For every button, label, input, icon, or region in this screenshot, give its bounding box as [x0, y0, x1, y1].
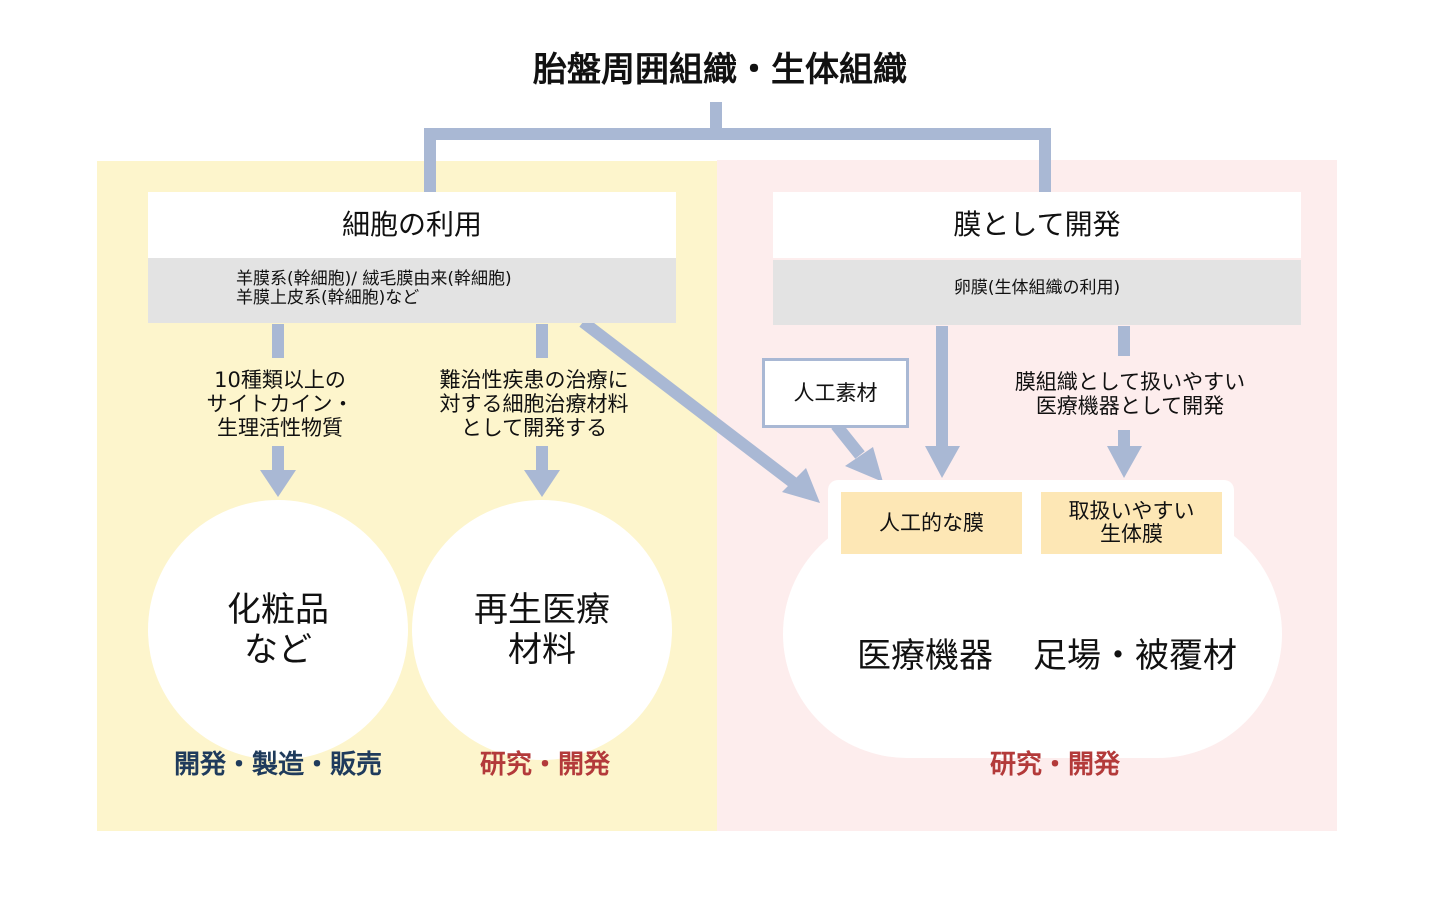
dev-manufacture-sales-label: 開発・製造・販売 [173, 750, 382, 780]
note-line: 10種類以上の [214, 368, 346, 392]
arrowhead [845, 447, 883, 482]
therapy-note: 難治性疾患の治療に 対する細胞治療材料 として開発する [412, 368, 656, 440]
cell-source-box: 羊膜系(幹細胞)/ 絨毛膜由来(幹細胞) 羊膜上皮系(幹細胞)など [148, 258, 676, 323]
arrowhead [1107, 446, 1142, 478]
arrow-artificial [831, 421, 865, 459]
cytokine-note: 10種類以上の サイトカイン・ 生理活性物質 [180, 368, 380, 440]
cosmetics-circle: 化粧品など [148, 500, 408, 760]
scaffold-dressing-text: 足場・被覆材 [1033, 636, 1237, 676]
membrane-header: 膜として開発 [773, 192, 1301, 258]
note-line: として開発する [460, 416, 608, 440]
top-bracket [424, 102, 1051, 192]
arrow-diagonal [579, 317, 799, 489]
arrowhead [260, 470, 296, 497]
note-line: 膜組織として扱いやすい [1014, 370, 1246, 394]
research-dev-label-left: 研究・開発 [479, 750, 610, 780]
note-line: 難治性疾患の治療に [439, 368, 629, 392]
note-line: サイトカイン・ [206, 392, 354, 416]
note-line: 医療機器として開発 [1035, 394, 1225, 418]
arrowhead [782, 468, 820, 503]
box-line: 取扱いやすい [1068, 499, 1195, 523]
regenerative-circle: 再生医療材料 [412, 500, 672, 760]
arrowhead [524, 470, 560, 497]
sub-line: 羊膜上皮系(幹細胞)など [236, 288, 420, 308]
note-line: 生理活性物質 [217, 416, 343, 440]
egg-membrane-box: 卵膜(生体組織の利用) [773, 260, 1301, 325]
note-line: 対する細胞治療材料 [439, 392, 629, 416]
box-line: 生体膜 [1100, 522, 1163, 546]
circle-line: 再生医療 [474, 590, 610, 630]
membrane-device-note: 膜組織として扱いやすい 医療機器として開発 [985, 370, 1275, 418]
medical-device-text: 医療機器 [857, 636, 993, 676]
arrowhead [925, 446, 960, 478]
circle-line: など [244, 630, 312, 670]
cell-use-header: 細胞の利用 [148, 192, 676, 258]
sub-line: 羊膜系(幹細胞)/ 絨毛膜由来(幹細胞) [236, 269, 512, 289]
artificial-material-box: 人工素材 [762, 358, 909, 428]
diagram-title: 胎盤周囲組織・生体組織 [533, 50, 907, 90]
research-dev-label-right: 研究・開発 [989, 750, 1120, 780]
artificial-membrane-box: 人工的な膜 [841, 492, 1022, 554]
biomembrane-box: 取扱いやすい 生体膜 [1041, 492, 1222, 554]
circle-line: 化粧品 [227, 590, 329, 630]
circle-line: 材料 [508, 630, 576, 670]
